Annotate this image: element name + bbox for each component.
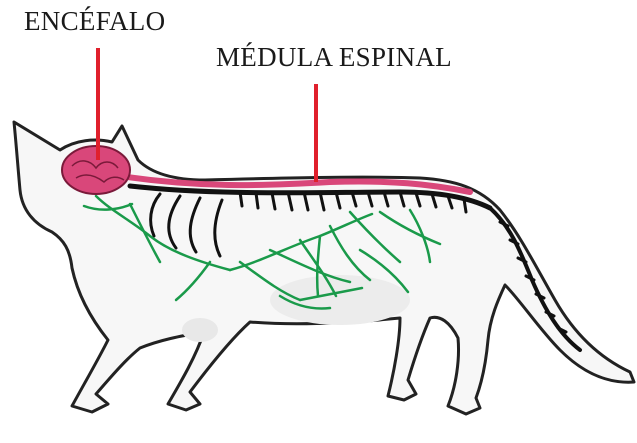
leg-shading: [182, 318, 218, 342]
brain-label: ENCÉFALO: [24, 6, 165, 37]
body-shading: [270, 275, 410, 325]
spinal-cord-label: MÉDULA ESPINAL: [216, 42, 452, 73]
